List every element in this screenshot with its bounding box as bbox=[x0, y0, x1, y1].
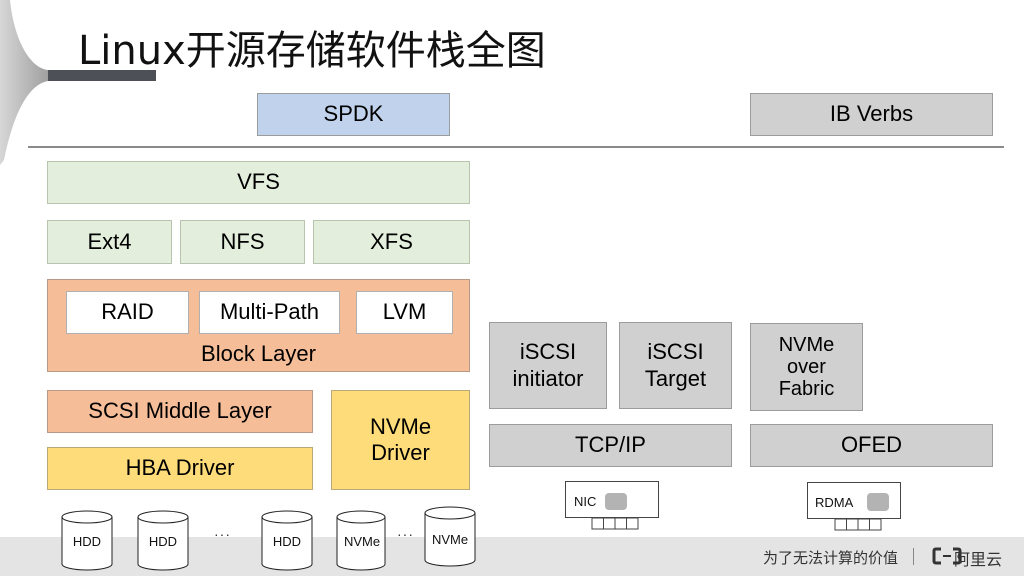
decorative-fan-graphic bbox=[0, 0, 48, 165]
iscsi-target-box: iSCSI Target bbox=[619, 322, 732, 409]
disk-hdd-2: HDD bbox=[137, 510, 189, 572]
tcp-ip-box: TCP/IP bbox=[489, 424, 732, 467]
fs-xfs-box: XFS bbox=[313, 220, 470, 264]
disk-label: NVMe bbox=[343, 534, 381, 549]
aliyun-logo-icon bbox=[932, 547, 962, 565]
disk-hdd-3: HDD bbox=[261, 510, 313, 572]
title-underline-bar bbox=[48, 70, 156, 81]
nvme-driver-box: NVMe Driver bbox=[331, 390, 470, 490]
nic-label: NIC bbox=[574, 494, 597, 509]
disk-cylinder-icon bbox=[336, 510, 386, 571]
scsi-middle-layer-box: SCSI Middle Layer bbox=[47, 390, 313, 433]
disk-ellipsis-2: ··· bbox=[397, 526, 414, 542]
disk-hdd-1: HDD bbox=[61, 510, 113, 572]
footer-separator bbox=[913, 548, 914, 565]
disk-cylinder-icon bbox=[424, 506, 476, 567]
network-card-icon bbox=[565, 481, 659, 530]
disk-cylinder-icon bbox=[137, 510, 189, 571]
raid-box: RAID bbox=[66, 291, 189, 334]
disk-cylinder-icon bbox=[61, 510, 113, 571]
spdk-box: SPDK bbox=[257, 93, 450, 136]
disk-cylinder-icon bbox=[261, 510, 313, 571]
footer-brand: 阿里云 bbox=[953, 550, 1002, 569]
disk-nvme-2: NVMe bbox=[424, 506, 476, 568]
ib-verbs-box: IB Verbs bbox=[750, 93, 993, 136]
page-title: Linux开源存储软件栈全图 bbox=[78, 28, 546, 74]
user-kernel-divider bbox=[28, 146, 1004, 148]
disk-label: NVMe bbox=[431, 532, 469, 547]
lvm-box: LVM bbox=[356, 291, 453, 334]
disk-nvme-1: NVMe bbox=[336, 510, 388, 572]
fs-ext4-box: Ext4 bbox=[47, 220, 172, 264]
rdma-label: RDMA bbox=[815, 495, 854, 510]
disk-label: HDD bbox=[148, 534, 178, 549]
footer-slogan: 为了无法计算的价值 bbox=[762, 549, 898, 567]
block-layer-label: Block Layer bbox=[201, 340, 316, 366]
nvme-over-fabric-box: NVMe over Fabric bbox=[750, 323, 863, 411]
nic-card: NIC bbox=[565, 481, 659, 531]
ofed-box: OFED bbox=[750, 424, 993, 467]
vfs-box: VFS bbox=[47, 161, 470, 204]
disk-label: HDD bbox=[272, 534, 302, 549]
multipath-box: Multi-Path bbox=[199, 291, 340, 334]
rdma-card: RDMA bbox=[807, 482, 901, 532]
network-card-icon bbox=[807, 482, 901, 531]
fs-nfs-box: NFS bbox=[180, 220, 305, 264]
hba-driver-box: HBA Driver bbox=[47, 447, 313, 490]
disk-label: HDD bbox=[72, 534, 102, 549]
iscsi-initiator-box: iSCSI initiator bbox=[489, 322, 607, 409]
disk-ellipsis-1: ··· bbox=[214, 526, 231, 542]
